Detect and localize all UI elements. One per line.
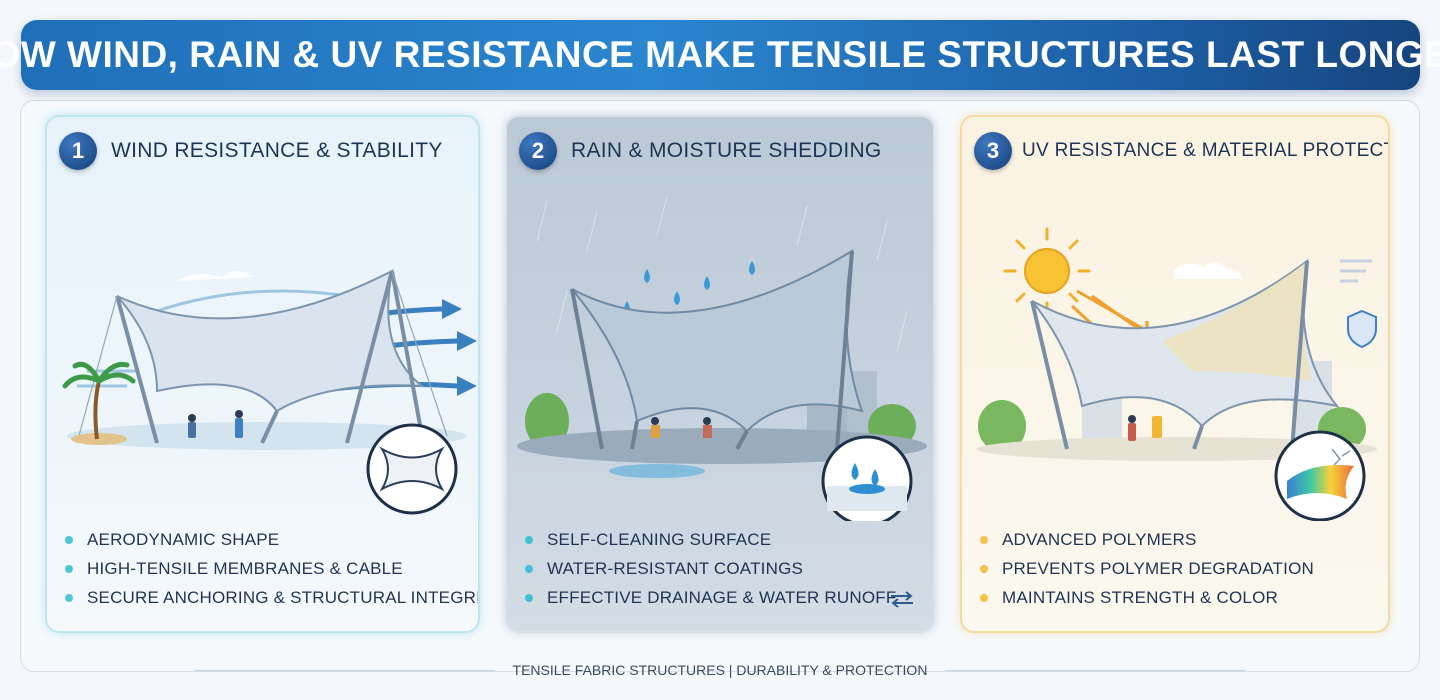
list-item-text: SECURE ANCHORING & STRUCTURAL INTEGRITY xyxy=(87,587,480,607)
wind-structure-illustration xyxy=(62,269,477,515)
membrane-detail-icon xyxy=(366,423,458,515)
title-banner: HOW WIND, RAIN & UV RESISTANCE MAKE TENS… xyxy=(0,20,1440,90)
list-item-text: SELF-CLEANING SURFACE xyxy=(547,529,772,549)
seated-people-icon xyxy=(651,417,712,438)
tensile-membrane xyxy=(116,269,426,413)
list-item: MAINTAINS STRENGTH & COLOR xyxy=(980,583,1314,612)
list-item: EFFECTIVE DRAINAGE & WATER RUNOFF xyxy=(525,583,896,612)
feature-list: ADVANCED POLYMERS PREVENTS POLYMER DEGRA… xyxy=(980,525,1314,612)
panel-wind: 1 WIND RESISTANCE & STABILITY xyxy=(45,115,480,633)
list-item: WATER-RESISTANT COATINGS xyxy=(525,554,896,583)
tree-icon xyxy=(525,393,569,449)
bullet-dot xyxy=(525,593,533,602)
panel-header: 3 UV RESISTANCE & MATERIAL PROTECTION xyxy=(974,131,1390,171)
support-masts xyxy=(1030,260,1309,450)
list-item-text: PREVENTS POLYMER DEGRADATION xyxy=(1002,558,1314,578)
panel-uv: 3 UV RESISTANCE & MATERIAL PROTECTION xyxy=(960,115,1390,633)
footer: TENSILE FABRIC STRUCTURES | DURABILITY &… xyxy=(0,658,1440,682)
bullet-dot xyxy=(525,535,533,544)
water-beading-icon xyxy=(821,435,913,521)
footer-text: TENSILE FABRIC STRUCTURES | DURABILITY &… xyxy=(512,662,928,678)
list-item: SELF-CLEANING SURFACE xyxy=(525,525,896,554)
people-icon xyxy=(188,410,243,438)
number-badge: 2 xyxy=(519,132,557,170)
list-item: AERODYNAMIC SHAPE xyxy=(65,525,478,554)
list-item-text: WATER-RESISTANT COATINGS xyxy=(547,558,804,578)
guy-cables xyxy=(76,270,448,444)
tree-icon xyxy=(978,400,1026,452)
rain-streaks xyxy=(536,195,908,352)
panel-title: UV RESISTANCE & MATERIAL PROTECTION xyxy=(1022,140,1390,161)
bullet-dot xyxy=(525,564,533,573)
list-item: SECURE ANCHORING & STRUCTURAL INTEGRITY xyxy=(65,583,480,612)
bullet-dot xyxy=(65,593,73,602)
support-masts xyxy=(570,250,854,450)
bullet-dot xyxy=(980,593,988,602)
list-item-text: HIGH-TENSILE MEMBRANES & CABLE xyxy=(87,558,403,578)
uv-structure-illustration xyxy=(977,227,1377,521)
tensile-membrane xyxy=(571,249,864,433)
panel-title: WIND RESISTANCE & STABILITY xyxy=(111,139,443,162)
feature-list: SELF-CLEANING SURFACE WATER-RESISTANT CO… xyxy=(525,525,896,612)
bullet-dot xyxy=(65,564,73,573)
list-item: PREVENTS POLYMER DEGRADATION xyxy=(980,554,1314,583)
water-puddle xyxy=(609,464,705,478)
uv-glow xyxy=(1162,261,1312,381)
uv-coating-icon xyxy=(1274,430,1366,521)
runoff-arrows-icon xyxy=(891,591,913,608)
palm-tree-icon xyxy=(62,361,136,445)
sun-icon xyxy=(1003,227,1091,315)
person-with-sunscreen-icon xyxy=(1128,415,1162,441)
cloud-icon xyxy=(1174,262,1242,279)
list-item-text: MAINTAINS STRENGTH & COLOR xyxy=(1002,587,1278,607)
panel-header: 2 RAIN & MOISTURE SHEDDING xyxy=(519,131,882,171)
support-masts xyxy=(115,270,424,444)
panel-rain: 2 RAIN & MOISTURE SHEDDING xyxy=(505,115,935,633)
page-title: HOW WIND, RAIN & UV RESISTANCE MAKE TENS… xyxy=(0,34,1440,75)
list-item-text: AERODYNAMIC SHAPE xyxy=(87,529,280,549)
footer-divider xyxy=(194,669,495,671)
panel-header: 1 WIND RESISTANCE & STABILITY xyxy=(59,131,443,171)
list-item: ADVANCED POLYMERS xyxy=(980,525,1314,554)
number-badge: 3 xyxy=(974,132,1012,170)
list-item-text: ADVANCED POLYMERS xyxy=(1002,529,1197,549)
wet-ground xyxy=(517,428,927,464)
feature-list: AERODYNAMIC SHAPE HIGH-TENSILE MEMBRANES… xyxy=(65,525,480,612)
cloud-icon xyxy=(177,271,255,281)
panel-title: RAIN & MOISTURE SHEDDING xyxy=(571,139,882,162)
rain-structure-illustration xyxy=(517,195,927,521)
shield-icon xyxy=(1347,309,1377,349)
bullet-dot xyxy=(980,564,988,573)
number-badge: 1 xyxy=(59,132,97,170)
info-lines xyxy=(1340,259,1372,283)
list-item: HIGH-TENSILE MEMBRANES & CABLE xyxy=(65,554,478,583)
footer-divider xyxy=(945,669,1246,671)
ground-shadow xyxy=(977,437,1377,461)
bullet-dot xyxy=(65,535,73,544)
bullet-dot xyxy=(980,535,988,544)
list-item-text: EFFECTIVE DRAINAGE & WATER RUNOFF xyxy=(547,587,897,607)
